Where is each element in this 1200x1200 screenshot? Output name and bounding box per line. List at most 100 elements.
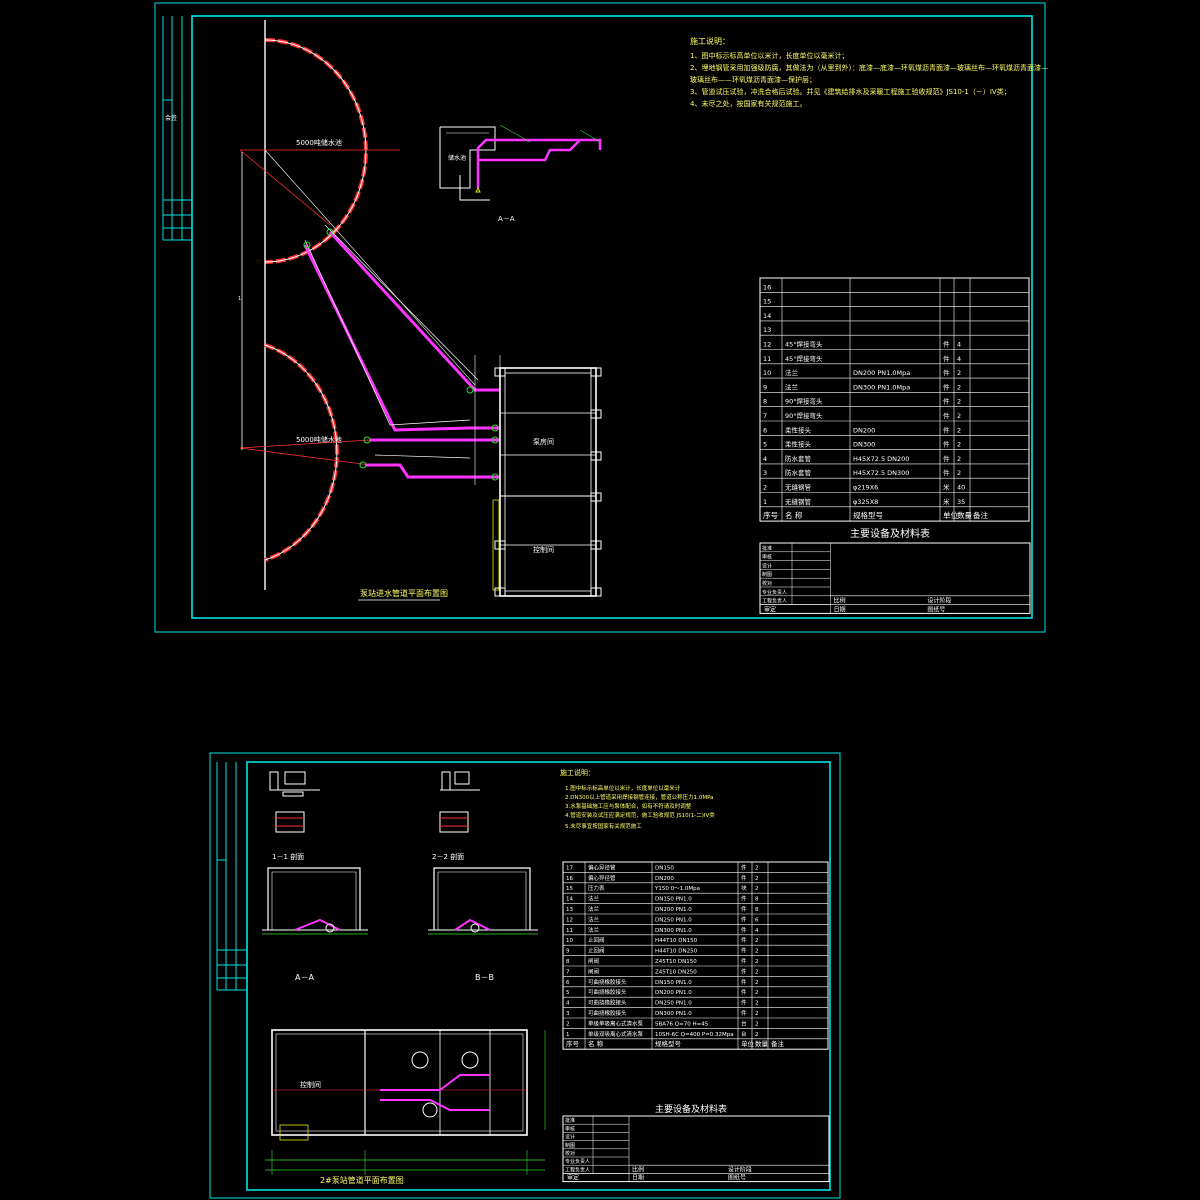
table-cell: 2 [957, 469, 961, 477]
table-cell: 止回阀 [588, 947, 605, 955]
table-cell: 2 [957, 369, 961, 377]
s2-note-5: 5.未尽事宜按国家有关规范施工 [565, 822, 642, 830]
table-cell: 压力表 [588, 884, 605, 892]
table-cell: 3 [566, 1011, 570, 1017]
table-cell: 13 [763, 326, 771, 334]
side-label-sign: 会签 [165, 114, 177, 122]
table-cell: 2 [763, 484, 767, 492]
table-cell: 2 [755, 865, 759, 871]
title-block-label: 校对 [565, 1150, 575, 1157]
table-cell: 件 [741, 988, 747, 996]
s2-note-2: 2.DN300以上管道采用焊接钢管连接，管道公称压力1.0MPa [565, 793, 714, 801]
table-cell: DN200 PN1.0Mpa [853, 369, 910, 377]
table-cell: 2 [755, 990, 759, 996]
table-cell: 10 [566, 938, 573, 944]
table-cell: 1 [566, 1032, 570, 1038]
table-cell: DN150 PN1.0 [655, 980, 692, 986]
table-cell: 可曲挠橡胶接头 [588, 999, 627, 1007]
table-cell: 件 [741, 947, 747, 955]
table-cell: DN300 [853, 441, 875, 449]
note-1: 1、图中标示标高单位以米计，长度单位以毫米计； [690, 51, 848, 60]
table-cell: 35 [957, 498, 965, 506]
pump-house: 泵房间 控制间 [474, 355, 602, 597]
s2-note-3: 3.水泵基础施工应与泵体配合，如有不符请及时调整 [565, 802, 692, 810]
table-cell: 偏心异径管 [588, 874, 616, 882]
table-cell: 件 [741, 895, 747, 903]
table-cell: 4 [957, 355, 961, 363]
title-block-field: 审定 [567, 1174, 579, 1182]
table-cell: 2 [755, 1032, 759, 1038]
table-cell: 2 [755, 876, 759, 882]
water-tank-1: 5000吨储水池 [264, 20, 368, 590]
table-header-cell: 序号 [763, 510, 778, 520]
table-cell: 可曲挠橡胶接头 [588, 1009, 627, 1017]
table-cell: 件 [741, 967, 747, 975]
sheet2-drawing-title: 2#泵站管道平面布置图 [320, 1175, 404, 1185]
s2-note-1: 1.图中标示标高单位以米计，长度单位以毫米计 [565, 784, 681, 792]
table-header-cell: 单位 [741, 1039, 755, 1048]
table-cell: 4 [957, 341, 961, 349]
table-cell: 防水套管 [785, 454, 812, 463]
table-cell: 12 [566, 917, 573, 923]
table-cell: DN200 PN1.0 [655, 990, 692, 996]
table-cell: 2 [957, 455, 961, 463]
room-pump-label: 泵房间 [533, 437, 554, 446]
title-block-field: 图纸号 [927, 605, 945, 613]
section-2-2: 2－2 剖面 [432, 771, 480, 861]
table-cell: 2 [566, 1021, 570, 1027]
pump-station-plan: 控制间 2#泵站管道平面布置图 [265, 1029, 546, 1185]
table-cell: 2 [957, 441, 961, 449]
table-cell: 件 [741, 905, 747, 913]
table-cell: 件 [741, 915, 747, 923]
table-cell: 2 [755, 1001, 759, 1007]
table-header-cell: 备注 [771, 1039, 785, 1048]
title-block-label: 审核 [565, 1125, 575, 1132]
table-cell: 件 [741, 978, 747, 986]
section-bb-title: B－B [475, 973, 494, 982]
table-cell: 件 [741, 926, 747, 934]
title-block-label: 校对 [762, 580, 772, 587]
table-header-cell: 序号 [566, 1039, 580, 1048]
table-cell: 8 [566, 959, 570, 965]
table-cell: 件 [943, 468, 950, 477]
table-cell: 5 [763, 441, 767, 449]
table-cell: 件 [741, 999, 747, 1007]
table-cell: 1 [763, 498, 767, 506]
sheet1-title-block: 批准审核设计制图校对专业负责人工程负责人比例日期设计阶段图纸号审定 [759, 542, 1031, 614]
table-cell: 15 [566, 886, 573, 892]
table-cell: 3 [763, 469, 767, 477]
title-block-label: 制图 [762, 571, 772, 578]
table-cell: 5 [566, 990, 570, 996]
table-cell: 7 [763, 412, 767, 420]
title-block-field: 设计阶段 [927, 597, 951, 605]
sheet2-notes: 施工说明： 1.图中标示标高单位以米计，长度单位以毫米计 2.DN300以上管道… [560, 768, 715, 830]
table-cell: H45X72.5 DN300 [853, 469, 909, 477]
table-cell: 2 [755, 938, 759, 944]
section-1-1: 1－1 剖面 [269, 771, 320, 861]
table-cell: DN150 [655, 865, 674, 871]
table-cell: 45°焊接弯头 [785, 340, 823, 349]
table-cell: 止回阀 [588, 936, 605, 944]
section-1-title: 1－1 剖面 [272, 852, 304, 861]
title-block-label: 审核 [762, 554, 772, 561]
title-block-label: 专业负责人 [565, 1158, 590, 1165]
table-cell: 10 [763, 369, 771, 377]
title-block-field: 审定 [764, 605, 776, 613]
table-cell: 法兰 [588, 915, 600, 923]
section-bb: B－B [428, 867, 538, 982]
table-cell: 法兰 [588, 895, 600, 903]
table-cell: Z45T10 DN250 [655, 969, 697, 975]
section-aa-title: A－A [295, 973, 314, 982]
table-cell: 可曲挠橡胶接头 [588, 978, 627, 986]
title-block-label: 工程负责人 [762, 598, 787, 605]
section-aa: A－A [262, 867, 368, 982]
table-cell: DN250 PN1.0 [655, 917, 692, 923]
table-cell: 16 [763, 283, 771, 291]
table-cell: DN300 PN1.0 [655, 1011, 692, 1017]
table-cell: 单级双吸离心式清水泵 [588, 1030, 644, 1038]
table-cell: 2 [755, 949, 759, 955]
title-block-field: 日期 [632, 1174, 644, 1182]
detail-aa-title: A－A [498, 215, 515, 223]
sheet1-drawing-title: 泵站进水管道平面布置图 [360, 588, 448, 598]
